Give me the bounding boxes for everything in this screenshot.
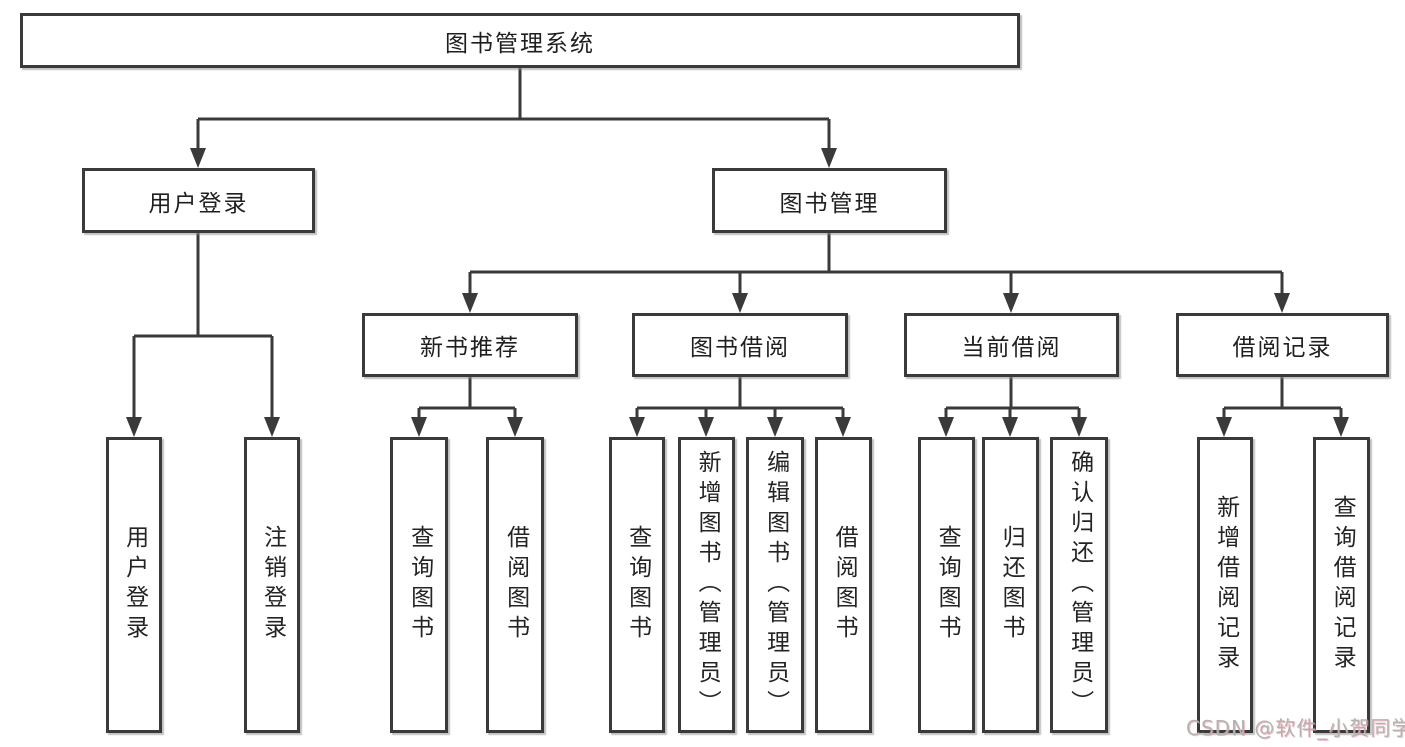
leaf-user-login-label: 用户登录 bbox=[121, 525, 148, 645]
node-book-mgmt: 图书管理 bbox=[712, 168, 947, 233]
leaf-logout: 注销登录 bbox=[244, 437, 300, 733]
leaf-br-query-record-label: 查询借阅记录 bbox=[1329, 495, 1356, 675]
leaf-bb-edit-book-admin: 编辑图书（管理员） bbox=[746, 437, 804, 733]
leaf-br-add-record-label: 新增借阅记录 bbox=[1212, 495, 1239, 675]
leaf-bb-add-book-admin: 新增图书（管理员） bbox=[678, 437, 735, 733]
node-user-login-label: 用户登录 bbox=[148, 190, 249, 217]
node-current-borrow-label: 当前借阅 bbox=[961, 335, 1062, 361]
leaf-logout-label: 注销登录 bbox=[259, 525, 286, 645]
leaf-bb-edit-book-admin-label: 编辑图书（管理员） bbox=[762, 450, 789, 720]
leaf-cb-return-book-label: 归还图书 bbox=[998, 525, 1025, 645]
leaf-cb-confirm-return-admin: 确认归还（管理员） bbox=[1050, 437, 1108, 733]
node-borrow-record: 借阅记录 bbox=[1176, 313, 1389, 377]
leaf-bb-query-book-label: 查询图书 bbox=[624, 525, 651, 645]
leaf-rec-query-book-label: 查询图书 bbox=[406, 525, 433, 645]
leaf-rec-borrow-book: 借阅图书 bbox=[486, 437, 544, 733]
node-new-book-rec: 新书推荐 bbox=[362, 313, 578, 377]
leaf-cb-query-book-label: 查询图书 bbox=[934, 525, 961, 645]
node-book-borrow: 图书借阅 bbox=[632, 313, 848, 377]
node-new-book-rec-label: 新书推荐 bbox=[420, 335, 520, 361]
node-current-borrow: 当前借阅 bbox=[904, 313, 1119, 377]
leaf-bb-add-book-admin-label: 新增图书（管理员） bbox=[694, 450, 721, 720]
leaf-user-login: 用户登录 bbox=[106, 437, 162, 733]
leaf-rec-borrow-book-label: 借阅图书 bbox=[502, 525, 529, 645]
leaf-cb-return-book: 归还图书 bbox=[982, 437, 1039, 733]
csdn-watermark: CSDN @软件_小贺同学 bbox=[1186, 716, 1405, 740]
leaf-br-add-record: 新增借阅记录 bbox=[1197, 437, 1253, 733]
leaf-bb-borrow-book: 借阅图书 bbox=[815, 437, 872, 733]
leaf-bb-query-book: 查询图书 bbox=[609, 437, 665, 733]
node-book-mgmt-label: 图书管理 bbox=[779, 190, 880, 217]
node-book-borrow-label: 图书借阅 bbox=[690, 335, 790, 361]
leaf-bb-borrow-book-label: 借阅图书 bbox=[831, 525, 858, 645]
node-root: 图书管理系统 bbox=[20, 13, 1020, 68]
leaf-cb-confirm-return-admin-label: 确认归还（管理员） bbox=[1066, 450, 1093, 720]
leaf-cb-query-book: 查询图书 bbox=[918, 437, 975, 733]
node-user-login: 用户登录 bbox=[82, 168, 315, 233]
node-borrow-record-label: 借阅记录 bbox=[1232, 335, 1333, 361]
leaf-br-query-record: 查询借阅记录 bbox=[1313, 437, 1370, 733]
node-root-label: 图书管理系统 bbox=[445, 30, 595, 57]
leaf-rec-query-book: 查询图书 bbox=[390, 437, 448, 733]
